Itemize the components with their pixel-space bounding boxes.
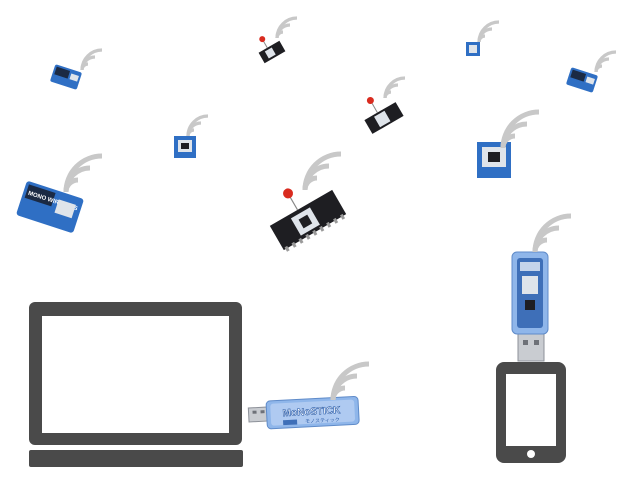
twelite-small-3 [477,142,511,178]
signal-icon [383,76,407,100]
twelite-small-1 [466,42,480,56]
twelite-dip-1 [258,36,286,64]
signal-icon [594,50,618,74]
twelite-blue-module-2 [566,67,598,93]
twelite-blue-module-1 [50,64,82,90]
monostick-laptop: MoNoSTICK モノスティック [247,395,360,430]
signal-icon [275,16,299,40]
monostick-name-label: MoNoSTICK [282,405,341,419]
monostick-tablet [511,251,549,362]
twelite-dip-2 [364,96,404,134]
monostick-sub-label: モノスティック [305,417,340,425]
signal-icon [186,114,210,138]
tablet [496,362,566,463]
twelite-dip-3 [269,188,347,252]
signal-icon [477,20,501,44]
twelite-small-2 [174,136,196,158]
signal-icon [80,48,104,72]
signal-icon [305,154,341,190]
laptop [29,302,243,467]
signal-icon [333,364,369,400]
signal-icon [66,156,102,192]
signal-icon [535,216,571,252]
twelite-blue-module-3: MONO WIRELESS [16,181,84,233]
